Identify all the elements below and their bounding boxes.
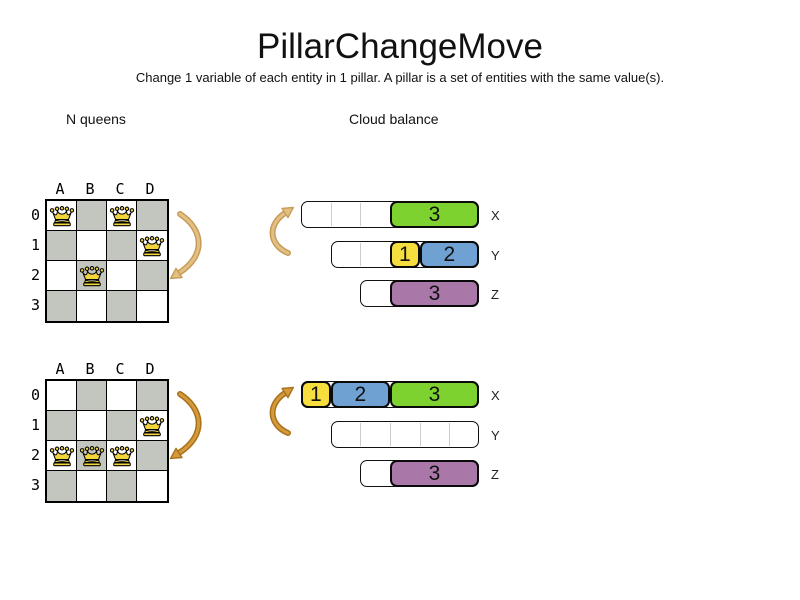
computer-bar-x-cloud-before: 3 (301, 201, 479, 228)
column-label: C (115, 180, 125, 198)
board-cell (137, 381, 167, 411)
row-label: 1 (30, 416, 40, 434)
row-label: 3 (30, 296, 40, 314)
board-cell (47, 381, 77, 411)
board-cell (137, 291, 167, 321)
board-cell (107, 411, 137, 441)
board-cell (137, 261, 167, 291)
board-nqueens-before (45, 199, 169, 323)
computer-label: Y (491, 248, 500, 263)
board-nqueens-after (45, 379, 169, 503)
slot-divider (360, 243, 362, 266)
board-cell (107, 291, 137, 321)
slot-divider (419, 423, 421, 446)
board-cell (47, 411, 77, 441)
computer-label: X (491, 388, 500, 403)
column-label: A (55, 360, 65, 378)
board-cell (137, 441, 167, 471)
column-label: B (85, 180, 95, 198)
board-cell (107, 231, 137, 261)
board-cell (137, 411, 167, 441)
column-label: D (145, 360, 155, 378)
queen-icon (109, 206, 135, 227)
board-cell (77, 231, 107, 261)
process-block: 3 (390, 460, 479, 487)
process-block: 2 (419, 241, 479, 268)
board-cell (137, 471, 167, 501)
board-cell (137, 201, 167, 231)
board-cell (47, 471, 77, 501)
board-cell (77, 471, 107, 501)
row-label: 2 (30, 266, 40, 284)
queen-icon (139, 236, 165, 257)
board-cell (47, 291, 77, 321)
queen-icon (79, 266, 105, 287)
row-label: 3 (30, 476, 40, 494)
page-subtitle: Change 1 variable of each entity in 1 pi… (135, 70, 665, 85)
slot-divider (360, 203, 362, 226)
board-cell (47, 201, 77, 231)
nqueens-section-label: N queens (66, 111, 126, 127)
move-arrow-nqueens-after-icon (169, 391, 202, 460)
slot-divider (449, 423, 451, 446)
board-cell (77, 411, 107, 441)
board-cell (77, 291, 107, 321)
computer-label: X (491, 208, 500, 223)
column-label: D (145, 180, 155, 198)
computer-bar-z-cloud-after: 3 (360, 460, 479, 487)
board-cell (47, 261, 77, 291)
board-cell (47, 441, 77, 471)
page-title: PillarChangeMove (257, 27, 543, 66)
process-block: 1 (390, 241, 420, 268)
board-cell (107, 381, 137, 411)
column-label: C (115, 360, 125, 378)
slot-divider (360, 423, 362, 446)
process-block: 2 (330, 381, 390, 408)
cloud-section-label: Cloud balance (349, 111, 439, 127)
board-cell (107, 441, 137, 471)
process-block: 3 (390, 381, 479, 408)
board-cell (47, 231, 77, 261)
move-arrow-cloud-after-icon (269, 386, 294, 436)
queen-icon (109, 446, 135, 467)
board-cell (107, 201, 137, 231)
computer-label: Z (491, 467, 499, 482)
row-label: 1 (30, 236, 40, 254)
row-label: 2 (30, 446, 40, 464)
board-cell (107, 261, 137, 291)
move-arrow-cloud-before-icon (269, 206, 294, 256)
process-block: 3 (390, 201, 479, 228)
column-label: B (85, 360, 95, 378)
queen-icon (49, 206, 75, 227)
computer-label: Y (491, 428, 500, 443)
computer-label: Z (491, 287, 499, 302)
board-cell (77, 381, 107, 411)
computer-bar-y-cloud-after (330, 421, 479, 448)
queen-icon (49, 446, 75, 467)
slot-divider (390, 423, 391, 446)
board-cell (107, 471, 137, 501)
queen-icon (139, 416, 165, 437)
row-label: 0 (30, 206, 40, 224)
process-block: 1 (301, 381, 331, 408)
column-label: A (55, 180, 65, 198)
board-cell (137, 231, 167, 261)
queen-icon (79, 446, 105, 467)
slot-divider (330, 203, 332, 226)
computer-bar-z-cloud-before: 3 (360, 280, 479, 307)
move-arrow-nqueens-before-icon (169, 211, 202, 280)
board-cell (77, 201, 107, 231)
process-block: 3 (390, 280, 479, 307)
row-label: 0 (30, 386, 40, 404)
computer-bar-outline (330, 421, 479, 448)
